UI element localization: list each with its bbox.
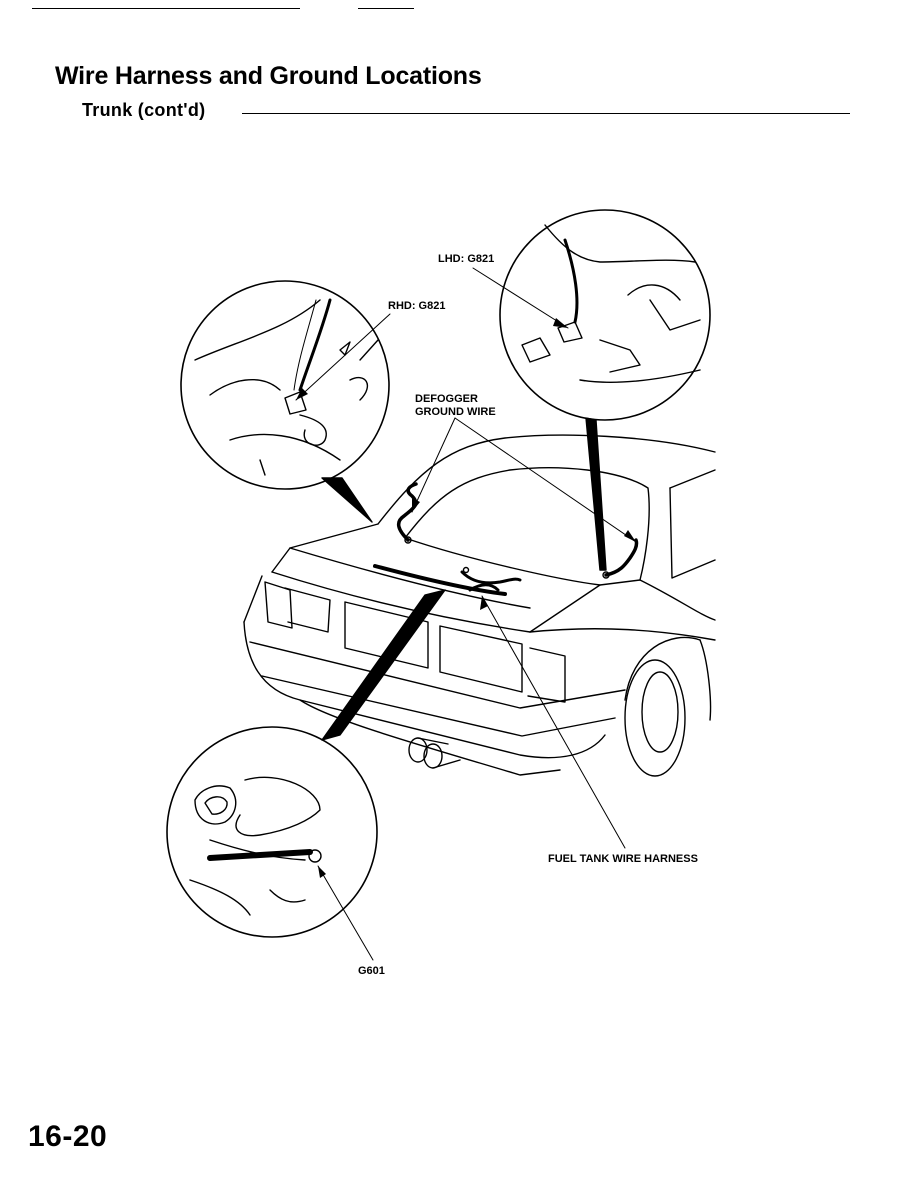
leader-lines — [295, 267, 637, 961]
subtitle-rule — [242, 113, 850, 114]
page-number: 16-20 — [28, 1120, 108, 1153]
section-subtitle: Trunk (cont'd) — [82, 100, 206, 120]
g601-label: G601 — [358, 965, 385, 977]
header-rule-right — [358, 8, 414, 9]
page-title: Wire Harness and Ground Locations — [55, 62, 482, 90]
rhd-g821-label: RHD: G821 — [388, 300, 445, 312]
fuel-tank-wire-harness-label: FUEL TANK WIRE HARNESS — [548, 853, 698, 865]
leader-arrowheads — [296, 318, 636, 878]
car-rear-illustration — [243, 434, 716, 777]
defogger-label-line2: GROUND WIRE — [415, 406, 496, 418]
detail-circle-lhd — [499, 209, 711, 421]
detail-circle-rhd — [180, 280, 390, 490]
defogger-label-line1: DEFOGGER — [415, 393, 478, 405]
detail-circle-g601 — [166, 726, 378, 938]
header-rule-left — [32, 8, 300, 9]
lhd-g821-label: LHD: G821 — [438, 253, 494, 265]
section-subtitle-row: Trunk (cont'd) — [82, 100, 850, 124]
